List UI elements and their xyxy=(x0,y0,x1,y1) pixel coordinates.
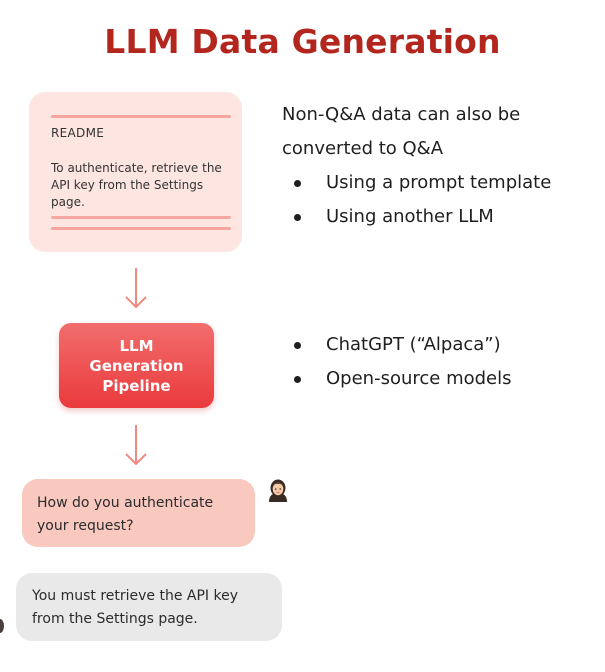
llm-generation-pipeline-box: LLM Generation Pipeline xyxy=(59,323,214,408)
doc-body-text: To authenticate, retrieve the API key fr… xyxy=(51,161,222,209)
pipeline-label: LLM Generation Pipeline xyxy=(89,336,184,395)
doc-heading: README xyxy=(51,126,105,140)
intro-paragraph: Non-Q&A data can also be converted to Q&… xyxy=(282,104,521,159)
list-item: Open-source models xyxy=(282,362,512,396)
answer-chat-bubble: You must retrieve the API key from the S… xyxy=(16,573,282,641)
doc-rule-bottom-1 xyxy=(51,216,231,219)
list-item: Using another LLM xyxy=(282,200,551,234)
readme-document-card: README To authenticate, retrieve the API… xyxy=(29,92,242,252)
bullet-text: Using another LLM xyxy=(326,206,494,227)
answer-text: You must retrieve the API key from the S… xyxy=(32,588,239,627)
bullet-text: Using a prompt template xyxy=(326,172,552,193)
bullet-list-models: ChatGPT (“Alpaca”) Open-source models xyxy=(282,328,512,396)
list-item: Using a prompt template xyxy=(282,166,551,200)
slide-title: LLM Data Generation xyxy=(104,22,501,61)
arrow-down-icon xyxy=(125,268,147,309)
doc-rule-bottom-2 xyxy=(51,227,231,230)
arrow-down-icon xyxy=(125,425,147,466)
question-chat-bubble: How do you authenticate your request? xyxy=(22,479,255,547)
bullet-dot-icon xyxy=(294,180,301,187)
assistant-avatar-icon xyxy=(0,619,4,633)
bullet-dot-icon xyxy=(294,342,301,349)
doc-rule-top xyxy=(51,115,231,118)
bullet-text: Open-source models xyxy=(326,368,512,389)
bullet-text: ChatGPT (“Alpaca”) xyxy=(326,334,501,355)
bullet-dot-icon xyxy=(294,376,301,383)
bullet-list-methods: Using a prompt template Using another LL… xyxy=(282,166,551,234)
bullet-dot-icon xyxy=(294,214,301,221)
question-text: How do you authenticate your request? xyxy=(37,495,214,534)
user-avatar-icon xyxy=(269,479,287,502)
list-item: ChatGPT (“Alpaca”) xyxy=(282,328,512,362)
